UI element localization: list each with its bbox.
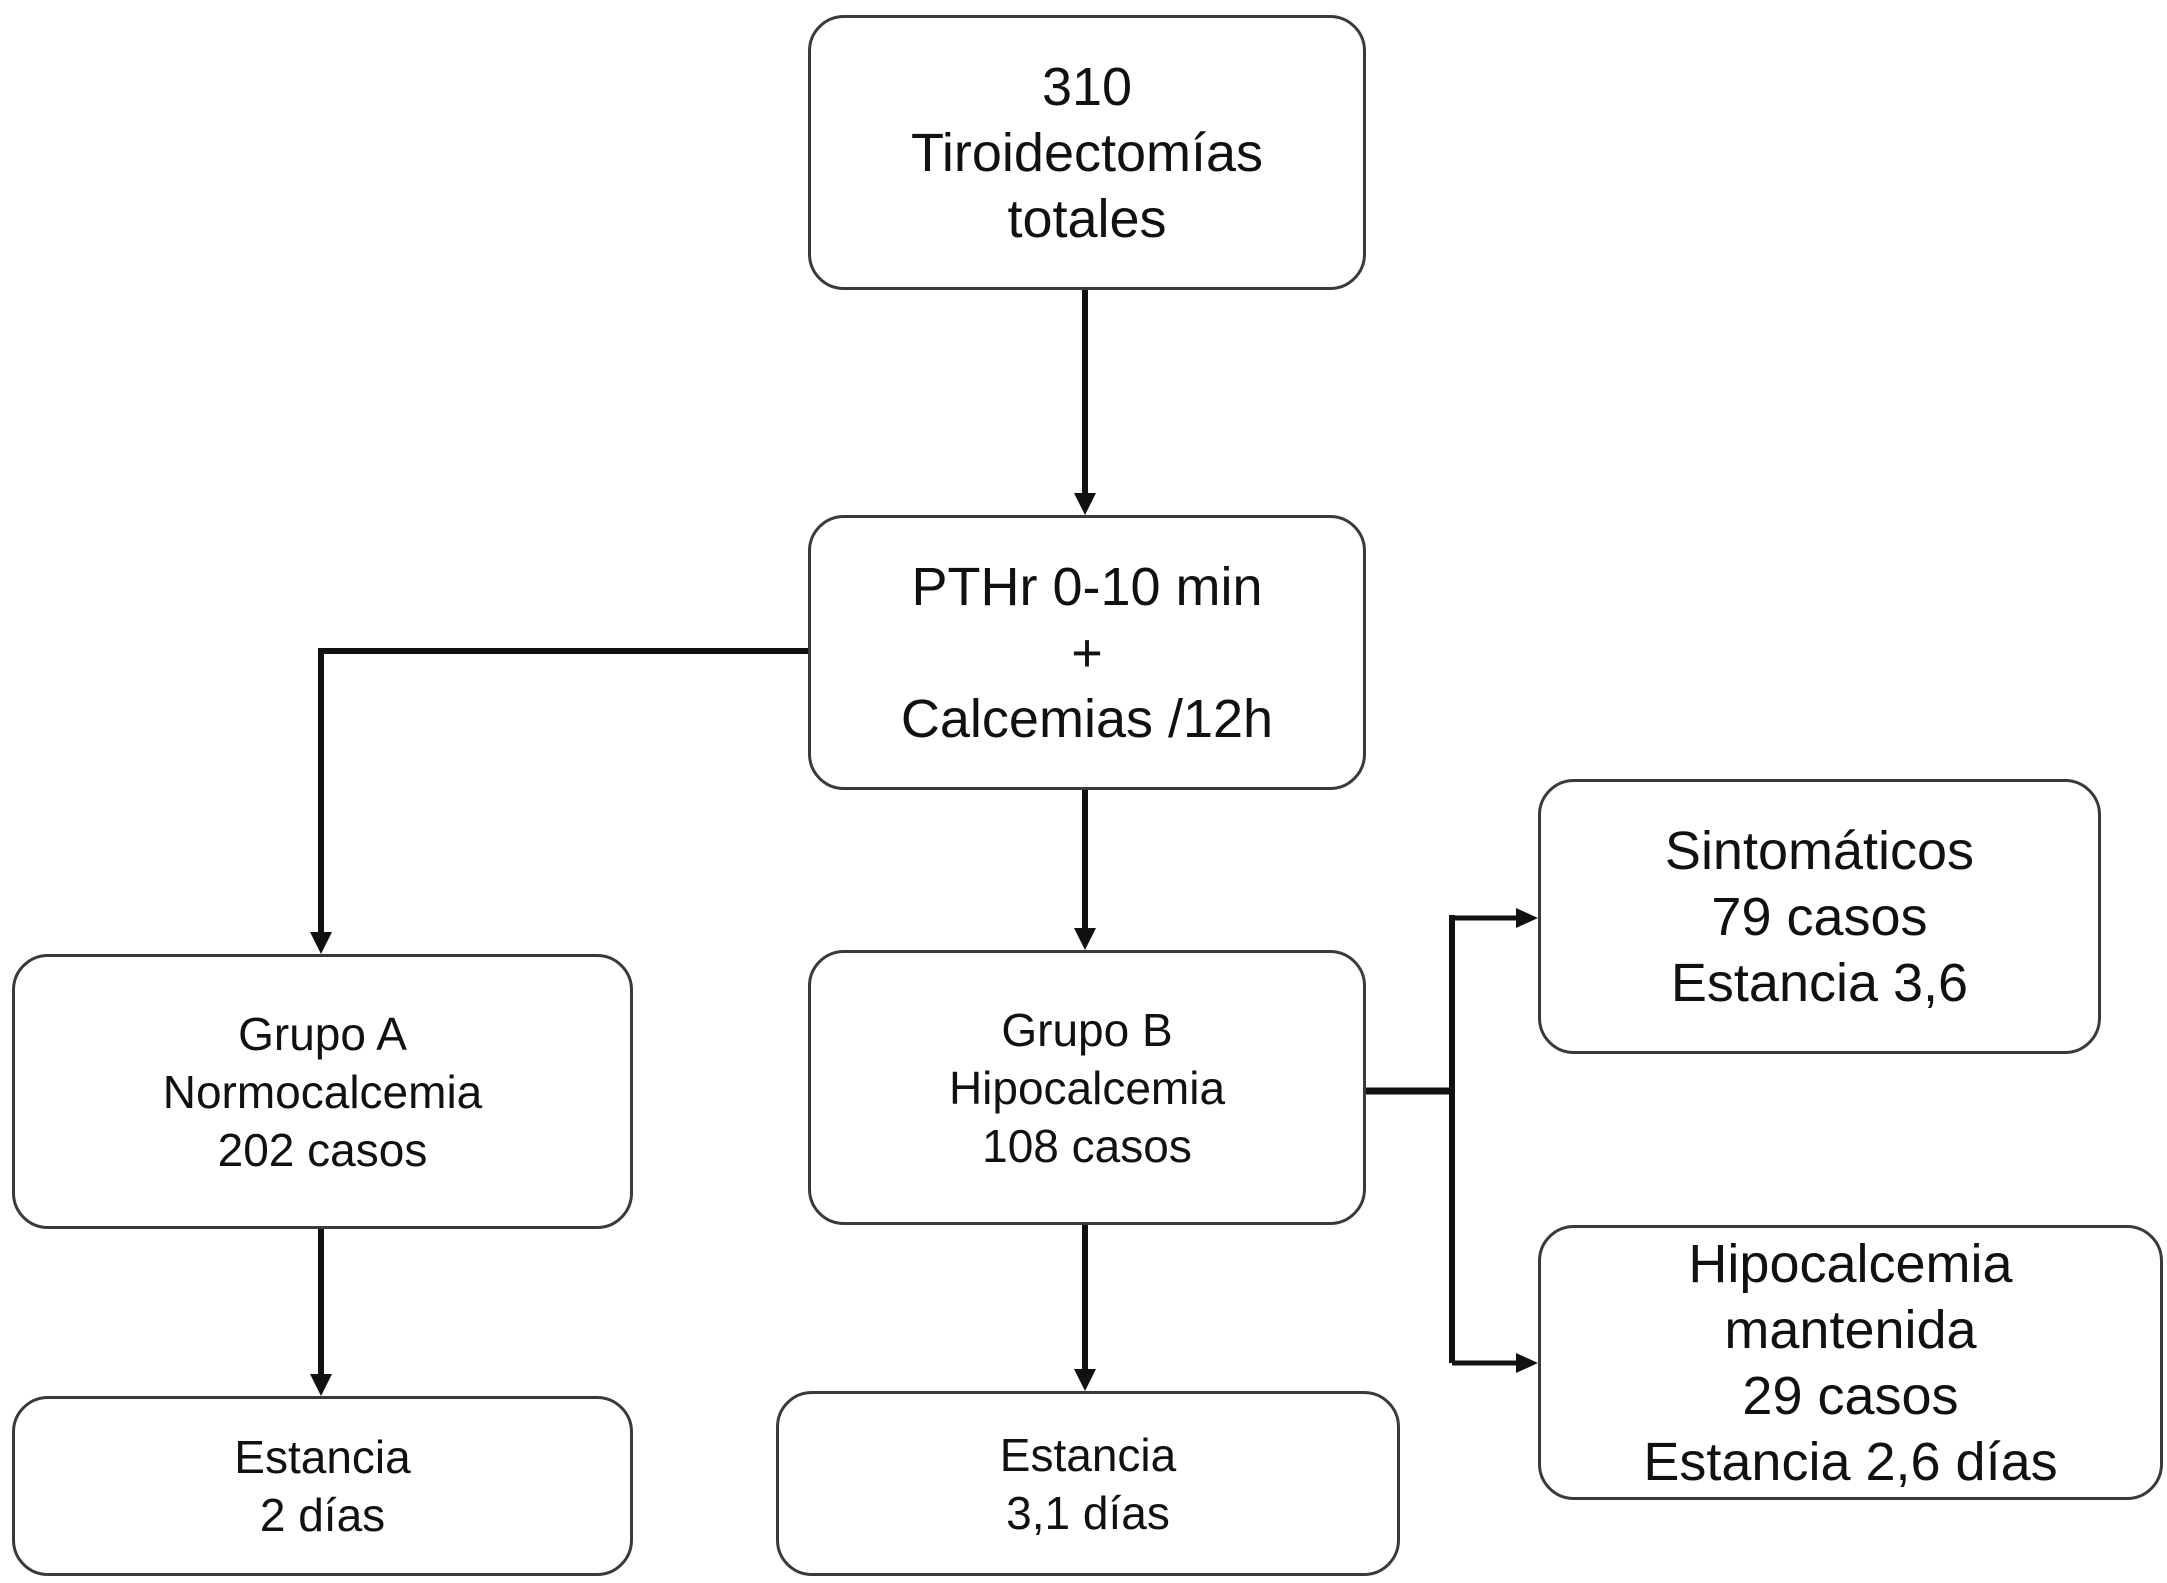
node-total-tiroidectomias: 310 Tiroidectomías totales [808, 15, 1366, 290]
node-line: mantenida [1724, 1299, 1977, 1360]
node-line: + [1071, 622, 1103, 683]
node-line: 108 casos [982, 1119, 1192, 1172]
node-line: Estancia 3,6 [1670, 952, 1969, 1013]
node-line: Normocalcemia [162, 1065, 483, 1118]
arrowhead-pthr [1074, 493, 1096, 515]
node-estancia-b: Estancia 3,1 días [776, 1391, 1400, 1576]
arrowhead-sintomaticos [1516, 908, 1538, 928]
node-estancia-a: Estancia 2 días [12, 1396, 633, 1576]
node-line: Tiroidectomías [910, 122, 1264, 183]
node-line: Hipocalcemia [1688, 1233, 2013, 1294]
node-line: 2 días [259, 1489, 386, 1541]
node-line: PTHr 0-10 min [911, 556, 1263, 617]
node-line: 79 casos [1711, 886, 1928, 947]
node-sintomaticos: Sintomáticos 79 casos Estancia 3,6 [1538, 779, 2101, 1054]
arrowhead-estancia-a [310, 1374, 332, 1396]
node-pthr-calcemias: PTHr 0-10 min + Calcemias /12h [808, 515, 1366, 790]
node-grupo-b: Grupo B Hipocalcemia 108 casos [808, 950, 1366, 1225]
node-line: Estancia [999, 1428, 1177, 1481]
node-line: Hipocalcemia [948, 1061, 1226, 1114]
node-line: 3,1 días [1006, 1486, 1170, 1539]
arrowhead-estancia-b [1074, 1369, 1096, 1391]
node-line: 29 casos [1742, 1365, 1959, 1426]
node-hipocalcemia-mantenida: Hipocalcemia mantenida 29 casos Estancia… [1538, 1225, 2163, 1500]
node-line: totales [1007, 188, 1167, 249]
node-grupo-a: Grupo A Normocalcemia 202 casos [12, 954, 633, 1229]
arrowhead-hipocalcemia-mantenida [1516, 1353, 1538, 1373]
node-line: Grupo A [238, 1007, 407, 1060]
arrowhead-grupo-a [310, 932, 332, 954]
edge-pthr-to-grupo-a [318, 648, 808, 940]
node-line: Calcemias /12h [900, 688, 1274, 749]
arrowhead-grupo-b [1074, 928, 1096, 950]
node-line: Estancia [234, 1431, 411, 1483]
node-line: 310 [1041, 56, 1133, 117]
node-line: Grupo B [1001, 1003, 1173, 1056]
node-line: Sintomáticos [1664, 820, 1975, 881]
node-line: Estancia 2,6 días [1643, 1431, 2058, 1492]
node-line: 202 casos [217, 1123, 428, 1176]
